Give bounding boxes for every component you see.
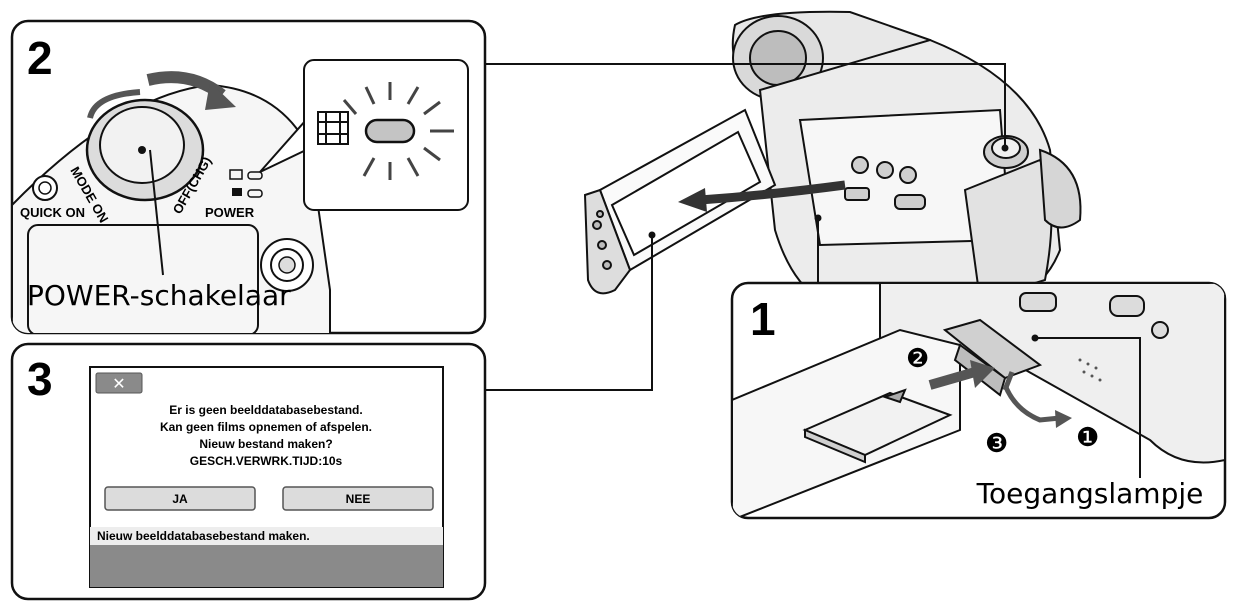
panel-1-content: [732, 283, 1225, 518]
panel-1-number: 1: [750, 293, 776, 345]
dialog-line-1: Er is geen beelddatabasebestand.: [169, 403, 362, 417]
power-switch-leader: [149, 149, 164, 276]
connector-panel-1-dot: [814, 214, 822, 222]
yes-button[interactable]: [104, 486, 256, 511]
open-screen-arrowhead: [678, 188, 707, 212]
connector-panel-3: [485, 237, 653, 391]
connector-panel-2-dot: [1001, 144, 1009, 152]
step-2-marker: ❷: [906, 343, 929, 373]
step-3-marker: ❸: [985, 428, 1008, 458]
step-1-marker: ❶: [1076, 422, 1099, 452]
panel-3-number: 3: [27, 353, 53, 405]
power-switch-label: POWER-schakelaar: [27, 279, 291, 312]
power-label: POWER: [205, 205, 255, 220]
lamp-detail-content: [317, 82, 454, 180]
dialog-line-2: Kan geen films opnemen of afspelen.: [160, 420, 372, 434]
camcorder-illustration: [583, 10, 1082, 302]
no-button-label: NEE: [346, 492, 371, 506]
open-screen-arrow: [699, 180, 846, 205]
dialog-line-4: GESCH.VERWRK.TIJD:10s: [190, 454, 343, 468]
lcd-dialog: ✕ Er is geen beelddatabasebestand. Kan g…: [89, 366, 444, 588]
connector-panel-2: [485, 63, 1006, 145]
dialog-close-button[interactable]: [95, 372, 143, 394]
panel-2-number: 2: [27, 32, 53, 84]
access-lamp-leader: [1035, 337, 1141, 478]
close-icon: ✕: [112, 376, 125, 393]
dialog-line-3: Nieuw bestand maken?: [199, 437, 332, 451]
panel-2-content: [12, 71, 331, 333]
dialog-status-text: Nieuw beelddatabasebestand maken.: [97, 529, 310, 543]
yes-button-label: JA: [172, 492, 188, 506]
quick-on-label: QUICK ON: [20, 205, 85, 220]
lcd-screen-point: [648, 231, 656, 239]
no-button[interactable]: [282, 486, 434, 511]
access-lamp-label: Toegangslampje: [976, 477, 1204, 510]
